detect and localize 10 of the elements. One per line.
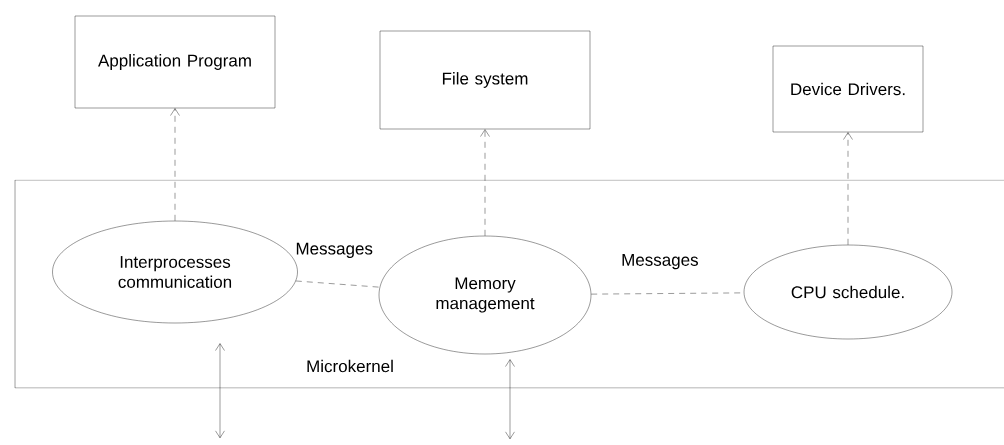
arrow xyxy=(480,129,490,236)
arrow xyxy=(505,359,515,440)
arrow xyxy=(215,343,225,439)
connector xyxy=(295,280,380,288)
component-box: File system xyxy=(379,30,591,130)
component-box: Application Program xyxy=(74,15,276,109)
component-box: Device Drivers. xyxy=(772,45,924,133)
arrow xyxy=(170,108,180,221)
edge-label: Messages xyxy=(620,253,700,271)
arrow xyxy=(843,132,853,245)
